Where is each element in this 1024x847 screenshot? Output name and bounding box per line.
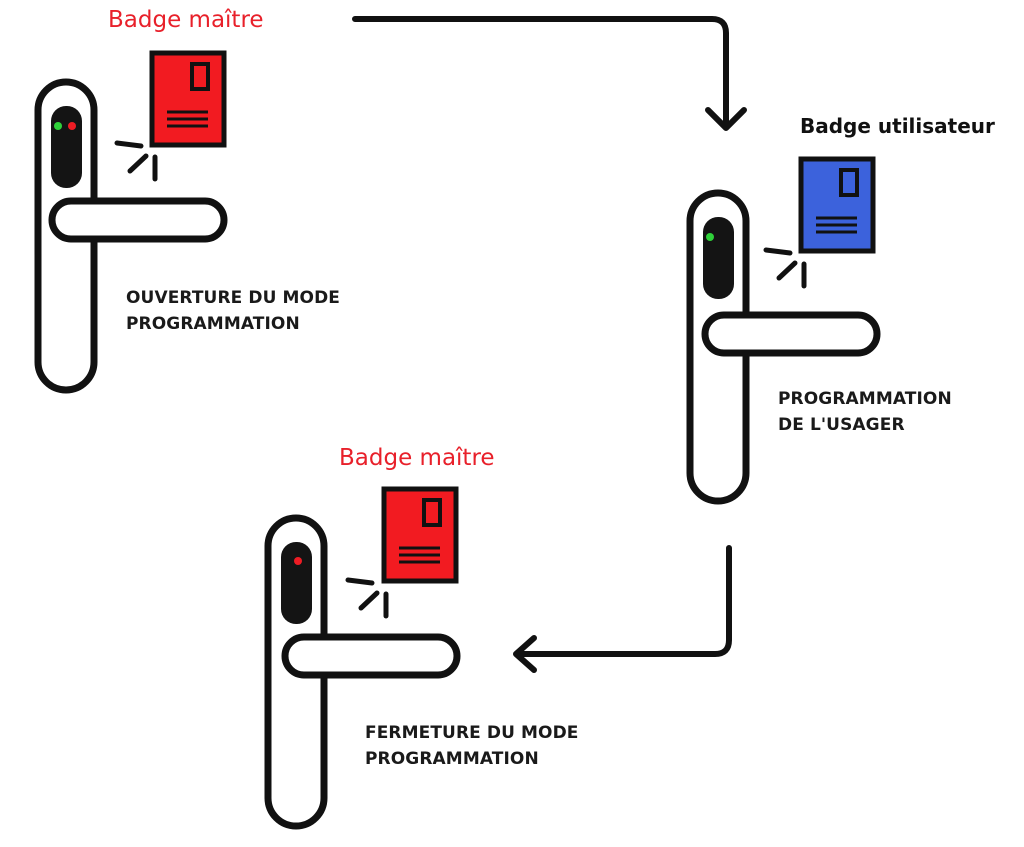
reader-window <box>703 217 734 299</box>
caption-step3: FERMETURE DU MODE PROGRAMMATION <box>365 720 579 772</box>
caption-step2: PROGRAMMATION DE L'USAGER <box>778 386 952 438</box>
caption-line: PROGRAMMATION <box>365 749 539 769</box>
caption-line: OUVERTURE DU MODE <box>126 288 341 308</box>
arrow-step1-to-step2 <box>352 16 747 131</box>
caption-line: PROGRAMMATION <box>778 389 952 409</box>
user-badge <box>798 156 876 254</box>
badge-card <box>798 156 876 254</box>
master-badge-2 <box>381 486 459 584</box>
badge-card <box>381 486 459 584</box>
reader-window <box>51 106 82 188</box>
door-lock-1 <box>34 78 228 394</box>
door-handle <box>48 197 228 243</box>
arrow-step2-to-step3 <box>513 545 732 673</box>
led-green-icon <box>706 233 714 241</box>
badge-label-step1: Badge maître <box>108 7 264 33</box>
door-lock-3 <box>264 514 461 830</box>
door-handle <box>281 633 461 679</box>
signal-icon <box>114 140 158 182</box>
led-red-icon <box>294 557 302 565</box>
badge-card <box>149 50 227 148</box>
master-badge-1 <box>149 50 227 148</box>
caption-line: FERMETURE DU MODE <box>365 723 579 743</box>
badge-label-step3: Badge maître <box>339 445 495 471</box>
reader-window <box>281 542 312 624</box>
badge-label-step2: Badge utilisateur <box>800 114 995 138</box>
caption-line: DE L'USAGER <box>778 415 905 435</box>
door-handle <box>701 311 881 357</box>
caption-line: PROGRAMMATION <box>126 314 300 334</box>
signal-icon <box>345 577 389 619</box>
door-lock-2 <box>686 189 881 505</box>
signal-icon <box>763 247 807 289</box>
led-red-icon <box>68 122 76 130</box>
led-green-icon <box>54 122 62 130</box>
arrowhead-left-icon <box>513 635 537 673</box>
arrowhead-down-icon <box>705 107 747 131</box>
caption-step1: OUVERTURE DU MODE PROGRAMMATION <box>126 285 340 337</box>
